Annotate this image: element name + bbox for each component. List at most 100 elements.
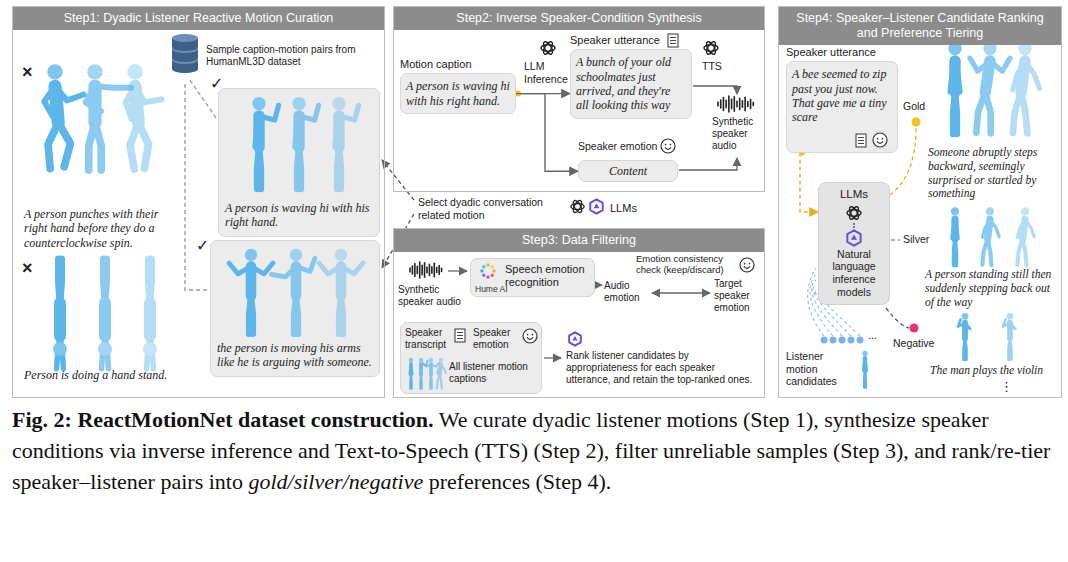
- annotation-label: LLMs: [610, 202, 637, 215]
- box-heading: Speaker utterance: [570, 34, 692, 47]
- shape: [863, 371, 866, 388]
- shape: [429, 358, 433, 362]
- human-figure: [272, 249, 315, 334]
- shape: [144, 303, 156, 336]
- shape: [292, 97, 305, 110]
- shape: [1010, 338, 1011, 359]
- shape: [963, 323, 970, 329]
- annotation-label: ✓: [196, 236, 209, 255]
- shape: [864, 371, 867, 388]
- shape: [335, 249, 347, 261]
- shape: [172, 34, 198, 42]
- motion-sample-box: the person is moving his arms like he is…: [210, 240, 380, 377]
- shape: [148, 259, 150, 303]
- shape: [482, 274, 485, 277]
- shape: [858, 140, 864, 141]
- shape: [955, 239, 956, 265]
- leader-line: [891, 239, 900, 240]
- shape: [421, 265, 423, 275]
- shape: [290, 249, 302, 261]
- box-text: Speech emotion recognition: [505, 263, 590, 289]
- shape: [594, 203, 600, 208]
- shape: [332, 97, 345, 110]
- motion-caption: A person is waving hi with his right han…: [225, 201, 373, 230]
- llm-logo: [590, 199, 602, 213]
- shape: [335, 116, 339, 147]
- box-text: All listener motion captions: [449, 361, 539, 385]
- shape: [720, 100, 722, 108]
- annotation-label: Listener motion candidates: [786, 350, 848, 388]
- shape: [54, 303, 66, 336]
- shape: [750, 100, 752, 109]
- shape: [420, 375, 423, 389]
- leader-line: [185, 84, 208, 290]
- shape: [848, 205, 861, 220]
- shape: [439, 358, 443, 362]
- shape: [419, 364, 423, 375]
- shape: [480, 269, 483, 272]
- shape: [949, 61, 960, 92]
- shape: [436, 268, 438, 273]
- annotation-label: Speaker emotion: [578, 140, 657, 153]
- box-text: A bee seemed to zip past you just now. T…: [792, 67, 892, 125]
- shape: [457, 332, 463, 333]
- shape: [1017, 219, 1025, 237]
- leader-line: [448, 270, 467, 271]
- leader-line: [693, 86, 737, 94]
- shape: [527, 337, 533, 339]
- shape: [670, 43, 676, 44]
- shape: [482, 265, 485, 268]
- icon-group: [855, 131, 889, 149]
- shape: [749, 263, 751, 265]
- shape: [747, 102, 749, 107]
- human-figure: [970, 42, 1010, 133]
- leader-line: [544, 357, 561, 358]
- shape: [1007, 313, 1014, 320]
- shape: [492, 269, 495, 272]
- shape: [851, 234, 857, 239]
- hume-icon: [475, 262, 501, 282]
- shape: [990, 58, 1010, 71]
- audio-waveform: [410, 262, 442, 278]
- shape: [863, 358, 868, 371]
- input-box: Speaker transcriptSpeaker emotionAll lis…: [400, 322, 542, 394]
- box-heading: Motion caption: [400, 58, 516, 71]
- shape: [1023, 239, 1027, 265]
- shape: [670, 40, 676, 41]
- document-icon: [455, 329, 465, 342]
- caption-part: Fig. 2: ReactMotionNet dataset construct…: [12, 407, 434, 432]
- shape: [457, 338, 463, 339]
- text-box: A bee seemed to zip past you just now. T…: [786, 61, 898, 153]
- shape: [441, 364, 446, 373]
- shape: [665, 144, 667, 146]
- shape: [53, 342, 67, 356]
- shape: [172, 54, 198, 62]
- shape: [491, 265, 494, 268]
- shape: [438, 266, 440, 275]
- shape: [143, 342, 157, 356]
- annotation-label: TTS: [702, 60, 722, 73]
- annotation-label: Negative: [893, 337, 934, 350]
- shape: [426, 267, 428, 273]
- shape: [491, 274, 494, 277]
- audio-waveform: [718, 96, 753, 112]
- shape: [717, 102, 719, 106]
- box-text: A person is waving hi with his right han…: [406, 79, 510, 108]
- connector: [516, 94, 578, 172]
- annotation-label: ...: [868, 329, 877, 342]
- shape: [569, 332, 581, 345]
- shape: [951, 207, 959, 215]
- human-figure: [143, 259, 157, 369]
- panel-header: Step1: Dyadic Listener Reactive Motion C…: [13, 7, 384, 30]
- box-heading: LLMs: [822, 188, 886, 202]
- shape: [590, 199, 602, 213]
- shape: [126, 86, 135, 119]
- llm-logo: [571, 199, 584, 213]
- annotation-label: Target speaker emotion: [714, 278, 762, 314]
- shape: [423, 363, 431, 367]
- human-figure: [1013, 42, 1040, 134]
- shape: [420, 364, 421, 374]
- shape: [1025, 219, 1034, 236]
- box-text: Natural language inference models: [822, 248, 886, 298]
